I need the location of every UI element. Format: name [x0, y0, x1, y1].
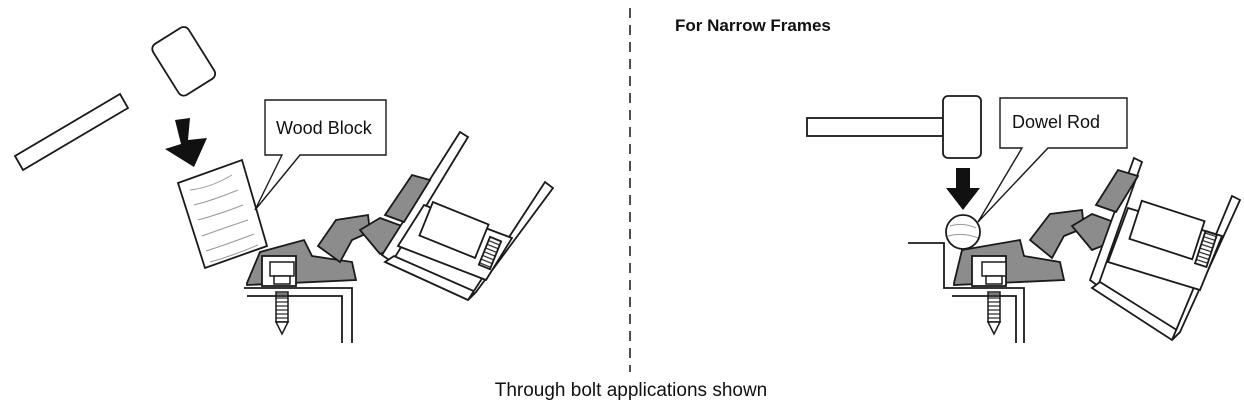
panel-heading: For Narrow Frames [675, 16, 831, 35]
figure-caption: Through bolt applications shown [494, 380, 768, 401]
mallet-head [942, 95, 982, 159]
mallet-right [806, 95, 982, 159]
base-profile-left [244, 213, 404, 343]
callout-right [977, 97, 1128, 223]
bolt-right [981, 261, 1007, 336]
callout-left [254, 99, 387, 211]
right-panel [806, 95, 1242, 343]
arrow-down-left-icon [165, 118, 207, 167]
mallet-head [151, 26, 217, 97]
bolt-left [269, 261, 295, 336]
solar-frame-left [380, 130, 555, 302]
arrow-down-right-icon [946, 168, 980, 210]
dowel-rod-label: Dowel Rod [1012, 112, 1101, 132]
solar-frame-right [1088, 156, 1242, 342]
dowel-rod [945, 214, 981, 250]
mallet-handle [806, 117, 944, 137]
left-panel [13, 26, 555, 343]
base-profile-right [908, 208, 1116, 343]
mallet-left [13, 26, 217, 172]
wood-block-label: Wood Block [276, 118, 372, 138]
mallet-handle [13, 92, 130, 172]
wood-block [176, 158, 269, 270]
